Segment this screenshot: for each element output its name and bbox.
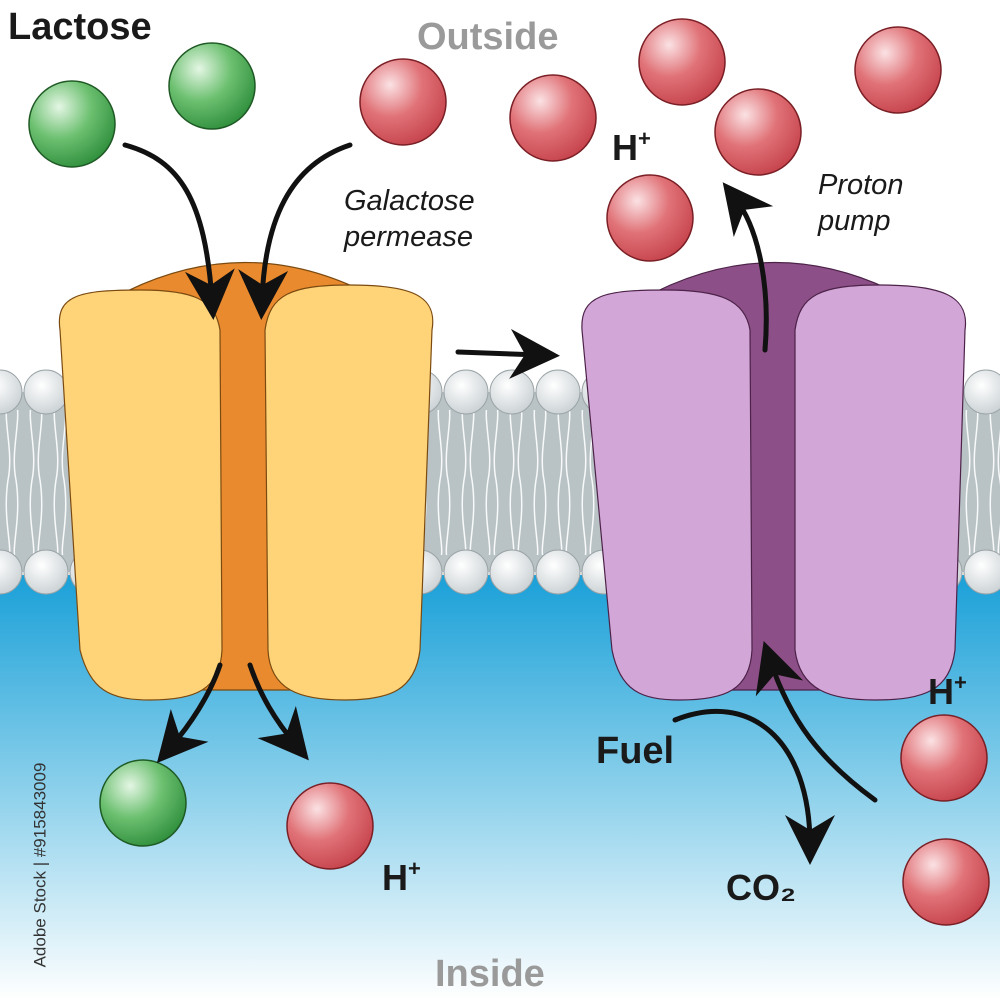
- arrow-lactose-out: [156, 662, 223, 764]
- arrow-proton-pumped-out: [722, 182, 774, 353]
- outside-label: Outside: [417, 16, 559, 58]
- h-plus-label-outside: H+: [612, 126, 651, 168]
- arrow-coupling: [455, 328, 560, 379]
- lactose-molecule: [28, 80, 116, 168]
- proton-pump-label: Proton pump: [818, 169, 904, 238]
- arrows: [122, 142, 878, 865]
- arrow-proton-out: [247, 662, 309, 761]
- stock-id-watermark: Adobe Stock | #915843009: [30, 762, 50, 968]
- galactose-permease-protein: [58, 261, 434, 701]
- proton-molecule: [509, 74, 597, 162]
- lactose-molecule: [168, 42, 256, 130]
- arrow-fuel-to-co2: [672, 708, 835, 865]
- proton-pump-protein: [581, 261, 967, 701]
- inside-label: Inside: [435, 953, 545, 995]
- co2-label: CO₂: [726, 867, 796, 908]
- proton-molecule-inside: [900, 714, 988, 802]
- lactose-label: Lactose: [8, 6, 152, 48]
- fuel-label: Fuel: [596, 730, 675, 772]
- proton-molecule: [638, 18, 726, 106]
- proton-molecule-inside: [902, 838, 990, 926]
- arrow-proton-in: [238, 142, 353, 320]
- h-plus-label-inside: H+: [382, 856, 421, 898]
- galactose-molecule-inside: [99, 759, 187, 847]
- arrow-proton-pumped-in: [755, 641, 878, 803]
- arrow-lactose-in: [122, 142, 235, 320]
- galactose-permease-label: Galactose permease: [344, 185, 475, 254]
- proton-molecule: [359, 58, 447, 146]
- h-plus-label-right: H+: [928, 670, 967, 712]
- proton-molecule: [606, 174, 694, 262]
- proton-molecule-inside: [286, 782, 374, 870]
- proton-molecule: [854, 26, 942, 114]
- proton-molecule: [714, 88, 802, 176]
